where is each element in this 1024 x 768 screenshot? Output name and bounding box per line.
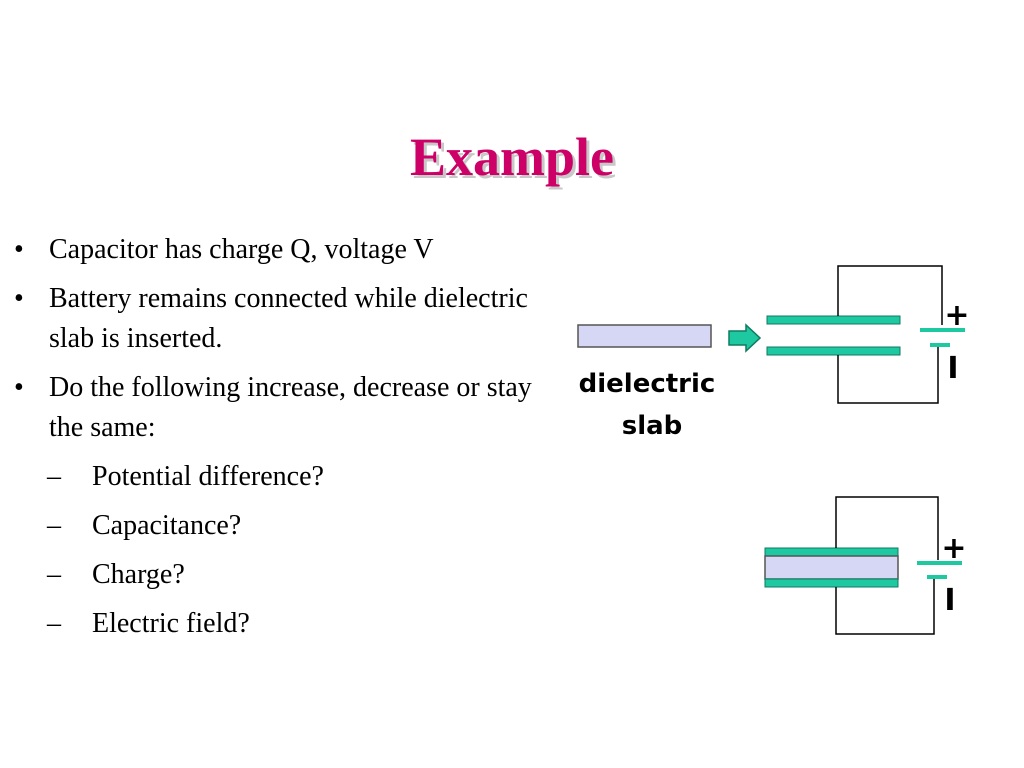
- circuit-wire: [835, 576, 935, 635]
- sub-bullet-item: – Capacitance?: [47, 506, 544, 546]
- top-circuit: + I: [766, 265, 970, 404]
- sub-bullet-item: – Charge?: [47, 555, 544, 595]
- sub-bullet-mark: –: [47, 461, 61, 492]
- bullet-mark: •: [14, 283, 24, 314]
- sub-bullet-mark: –: [47, 608, 61, 639]
- arrow-icon: [728, 323, 762, 353]
- top-capacitor-plate: [766, 315, 901, 325]
- sub-bullet-item: – Potential difference?: [47, 457, 544, 497]
- slide-title: Example: [409, 127, 614, 187]
- battery-plus: +: [944, 298, 969, 333]
- slab-label-line1: dielectric: [579, 369, 716, 399]
- sub-bullet-item: – Electric field?: [47, 604, 544, 644]
- sub-bullet-text: Charge?: [92, 559, 185, 590]
- battery-plus: +: [941, 531, 966, 566]
- inserted-dielectric-slab: [764, 555, 899, 580]
- bullet-list: • Capacitor has charge Q, voltage V • Ba…: [14, 230, 544, 644]
- sub-bullet-text: Capacitance?: [92, 510, 242, 541]
- bottom-circuit: + I: [764, 496, 967, 635]
- sub-bullet-text: Electric field?: [92, 608, 250, 639]
- sub-bullet-mark: –: [47, 559, 61, 590]
- circuit-wire: [837, 265, 943, 325]
- bullet-item: • Capacitor has charge Q, voltage V: [14, 230, 544, 270]
- bullet-item: • Do the following increase, decrease or…: [14, 368, 544, 448]
- bullet-mark: •: [14, 372, 24, 403]
- top-capacitor-plate: [764, 547, 899, 557]
- slab-label-line2: slab: [622, 411, 683, 441]
- battery-minus: I: [947, 351, 958, 386]
- bullet-mark: •: [14, 234, 24, 265]
- circuit-wire: [835, 496, 939, 560]
- dielectric-slab: [577, 324, 712, 348]
- bullet-text: Do the following increase, decrease or s…: [49, 372, 532, 443]
- battery-minus: I: [944, 583, 955, 618]
- bottom-capacitor-plate: [766, 346, 901, 356]
- sub-bullet-mark: –: [47, 510, 61, 541]
- bottom-capacitor-plate: [764, 578, 899, 588]
- bullet-item: • Battery remains connected while dielec…: [14, 279, 544, 359]
- sub-bullet-text: Potential difference?: [92, 461, 324, 492]
- bullet-text: Battery remains connected while dielectr…: [49, 283, 528, 354]
- bullet-text: Capacitor has charge Q, voltage V: [49, 234, 434, 265]
- circuit-wire: [837, 345, 939, 404]
